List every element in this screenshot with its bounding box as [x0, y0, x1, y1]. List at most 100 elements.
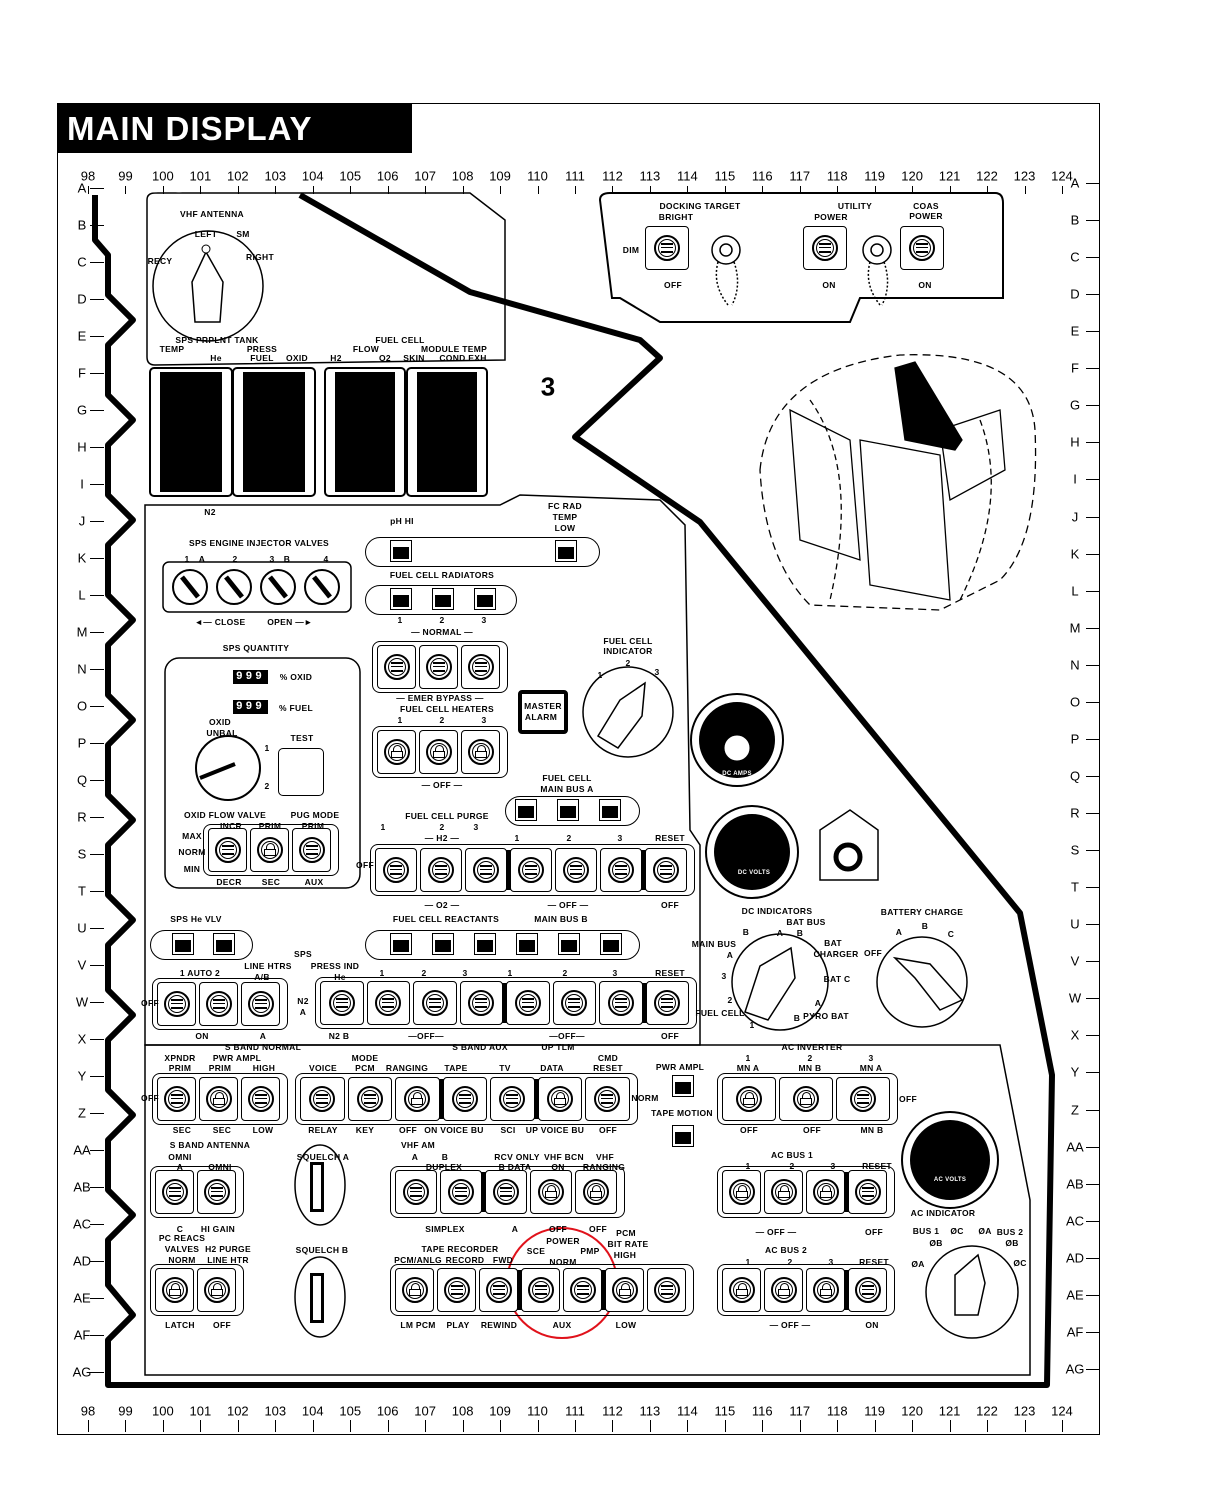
locking-toggle-switch[interactable]	[806, 1170, 845, 1214]
toggle-lever-icon	[170, 1094, 183, 1104]
toggle-switch[interactable]	[395, 1170, 437, 1214]
toggle-switch[interactable]	[320, 981, 364, 1025]
toggle-switch[interactable]	[461, 645, 500, 689]
locking-toggle-switch[interactable]	[419, 730, 458, 774]
toggle-switch[interactable]	[300, 1077, 345, 1121]
panel-label: BAT C	[823, 973, 851, 984]
lock-lever-icon	[210, 1283, 223, 1296]
locking-toggle-switch[interactable]	[530, 1170, 572, 1214]
locking-toggle-switch[interactable]	[806, 1268, 845, 1312]
panel-label: BUS 1	[912, 1225, 940, 1236]
toggle-switch[interactable]	[848, 1268, 887, 1312]
locking-toggle-switch[interactable]	[722, 1170, 761, 1214]
toggle-switch[interactable]	[645, 226, 689, 270]
switch-nut	[205, 1086, 232, 1112]
locking-toggle-switch[interactable]	[377, 730, 416, 774]
toggle-lever-icon	[492, 1285, 505, 1295]
locking-toggle-switch[interactable]	[395, 1268, 434, 1312]
grid-tick	[1086, 1146, 1100, 1148]
toggle-switch[interactable]	[848, 1170, 887, 1214]
toggle-switch[interactable]	[413, 981, 457, 1025]
locking-toggle-switch[interactable]	[155, 1268, 194, 1312]
locking-toggle-switch[interactable]	[199, 1077, 238, 1121]
locking-toggle-switch[interactable]	[722, 1077, 776, 1121]
toggle-switch[interactable]	[479, 1268, 518, 1312]
locking-toggle-switch[interactable]	[537, 1077, 582, 1121]
panel-label: A	[299, 1006, 307, 1017]
locking-toggle-switch[interactable]	[395, 1077, 440, 1121]
toggle-lever-icon	[916, 243, 928, 253]
toggle-switch[interactable]	[485, 1170, 527, 1214]
locking-toggle-switch[interactable]	[722, 1268, 761, 1312]
panel-label: DC INDICATORS	[741, 905, 813, 916]
locking-toggle-switch[interactable]	[764, 1268, 803, 1312]
toggle-switch[interactable]	[490, 1077, 535, 1121]
locking-toggle-switch[interactable]	[461, 730, 500, 774]
toggle-switch[interactable]	[836, 1077, 890, 1121]
toggle-switch[interactable]	[521, 1268, 560, 1312]
toggle-switch[interactable]	[157, 1077, 196, 1121]
grid-row-label: H	[77, 439, 87, 455]
master-alarm-button[interactable]	[518, 690, 568, 734]
locking-toggle-switch[interactable]	[764, 1170, 803, 1214]
toggle-switch[interactable]	[208, 828, 247, 872]
toggle-switch[interactable]	[241, 1077, 280, 1121]
panel-label: PRIM	[168, 1062, 192, 1073]
toggle-switch[interactable]	[510, 848, 552, 892]
toggle-switch[interactable]	[366, 981, 410, 1025]
locking-toggle-switch[interactable]	[250, 828, 289, 872]
toggle-switch[interactable]	[420, 848, 462, 892]
grid-tick	[312, 186, 314, 194]
toggle-switch[interactable]	[440, 1170, 482, 1214]
toggle-switch[interactable]	[442, 1077, 487, 1121]
toggle-switch[interactable]	[437, 1268, 476, 1312]
grid-row-label: K	[77, 550, 87, 566]
locking-toggle-switch[interactable]	[197, 1268, 236, 1312]
toggle-switch[interactable]	[155, 1170, 194, 1214]
toggle-switch[interactable]	[645, 848, 687, 892]
toggle-switch[interactable]	[585, 1077, 630, 1121]
toggle-switch[interactable]	[645, 981, 689, 1025]
toggle-switch[interactable]	[197, 1170, 236, 1214]
toggle-switch[interactable]	[375, 848, 417, 892]
toggle-switch[interactable]	[599, 981, 643, 1025]
toggle-switch[interactable]	[157, 982, 196, 1026]
panel-label: ON	[195, 1030, 209, 1041]
panel-label: ØC	[1013, 1257, 1027, 1268]
toggle-switch[interactable]	[600, 848, 642, 892]
panel-label: MASTER	[524, 700, 562, 711]
toggle-switch[interactable]	[292, 828, 331, 872]
toggle-switch[interactable]	[241, 982, 280, 1026]
grid-column-label: 116	[751, 1403, 773, 1419]
toggle-switch[interactable]	[199, 982, 238, 1026]
switch-group-divider	[438, 1079, 444, 1119]
toggle-switch[interactable]	[900, 226, 944, 270]
toggle-switch[interactable]	[377, 645, 416, 689]
toggle-switch[interactable]	[419, 645, 458, 689]
grid-tick	[90, 1150, 104, 1151]
toggle-switch[interactable]	[506, 981, 550, 1025]
toggle-switch[interactable]	[552, 981, 596, 1025]
toggle-switch[interactable]	[465, 848, 507, 892]
toggle-switch[interactable]	[647, 1268, 686, 1312]
toggle-switch[interactable]	[347, 1077, 392, 1121]
switch-group-divider	[641, 983, 647, 1023]
ac-bus-2-switch-panel	[717, 1264, 895, 1316]
panel-label: N2 B	[328, 1030, 350, 1041]
lock-lever-icon	[263, 843, 276, 856]
toggle-switch[interactable]	[563, 1268, 602, 1312]
locking-toggle-switch[interactable]	[605, 1268, 644, 1312]
toggle-switch[interactable]	[459, 981, 503, 1025]
locking-toggle-switch[interactable]	[779, 1077, 833, 1121]
panel-label: VHF BCN	[544, 1151, 584, 1162]
toggle-switch[interactable]	[803, 226, 847, 270]
grid-tick	[649, 1420, 651, 1432]
grid-row-label: U	[77, 920, 87, 936]
toggle-switch[interactable]	[555, 848, 597, 892]
grid-tick	[687, 186, 689, 194]
panel-label: XPNDR	[164, 1052, 196, 1063]
locking-toggle-switch[interactable]	[575, 1170, 617, 1214]
panel-label: 3	[828, 1256, 834, 1267]
grid-row-label: S	[77, 846, 87, 862]
